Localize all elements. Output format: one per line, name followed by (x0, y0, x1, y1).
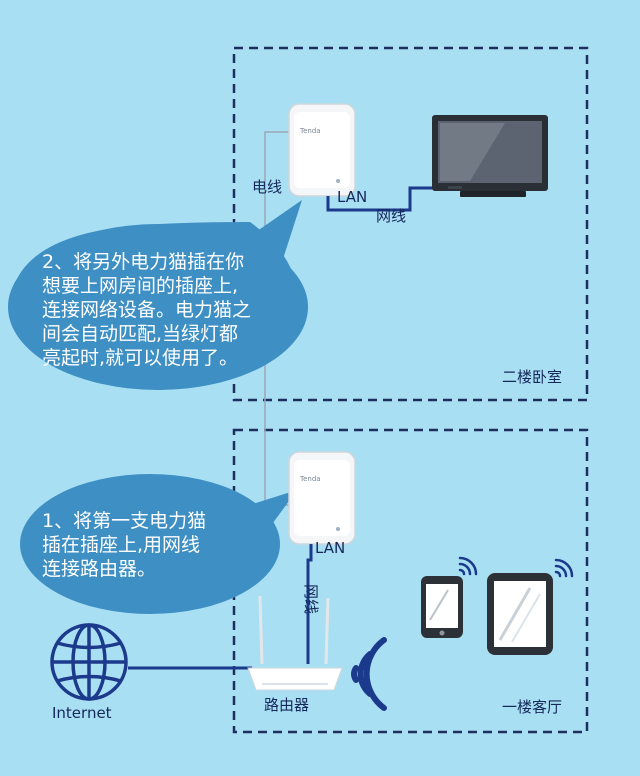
upper-lan-label: LAN (337, 188, 368, 206)
upper-room-name: 二楼卧室 (502, 368, 563, 386)
globe-icon (50, 623, 128, 701)
lower-lan-label: LAN (315, 539, 346, 557)
tablet-wifi-icon (554, 558, 574, 578)
tv-icon (432, 115, 548, 197)
bubble-step2-line: 想要上网房间的插座上, (42, 275, 239, 297)
bubble-step2-body (8, 224, 308, 390)
bubble-step1-text: 1、将第一支电力猫 插在插座上,用网线 连接路由器。 (42, 509, 206, 581)
lower-adapter-brand: Tenda (299, 475, 321, 483)
lower-cable-label: 网线 (302, 584, 320, 615)
upper-adapter (288, 103, 356, 197)
lower-adapter (288, 451, 356, 545)
phone-icon (421, 576, 463, 638)
phone-wifi-icon (458, 556, 478, 576)
bubble-step2-line: 2、将另外电力猫插在你 (42, 251, 245, 273)
upper-cable-label: 网线 (376, 207, 407, 225)
bubble-step2-tail (250, 200, 302, 262)
lower-room-name: 一楼客厅 (502, 698, 563, 716)
bubble-step2-line: 亮起时,就可以使用了。 (42, 347, 239, 369)
bubble-step2-line: 连接网络设备。电力猫之 (42, 299, 252, 321)
router-icon (247, 595, 343, 691)
bubble-step2-text: 2、将另外电力猫插在你 想要上网房间的插座上, 连接网络设备。电力猫之 间会自动… (42, 250, 251, 370)
power-line-label: 电线 (252, 178, 283, 196)
bubble-step2-line: 间会自动匹配,当绿灯都 (42, 323, 239, 345)
router-label: 路由器 (264, 696, 310, 714)
internet-label: Internet (52, 704, 112, 722)
tablet-icon (487, 573, 553, 655)
bubble-step1-line: 连接路由器。 (42, 558, 157, 580)
router-wifi-icon (351, 637, 387, 711)
bubble-step1-line: 插在插座上,用网线 (42, 534, 201, 556)
bubble-step1-line: 1、将第一支电力猫 (42, 510, 207, 532)
bubble-step1-body (20, 474, 280, 614)
lower-lan-cable (306, 544, 313, 664)
bubble-step1-tail (240, 490, 297, 538)
upper-lan-cable (326, 186, 438, 212)
upper-adapter-brand: Tenda (299, 127, 321, 135)
